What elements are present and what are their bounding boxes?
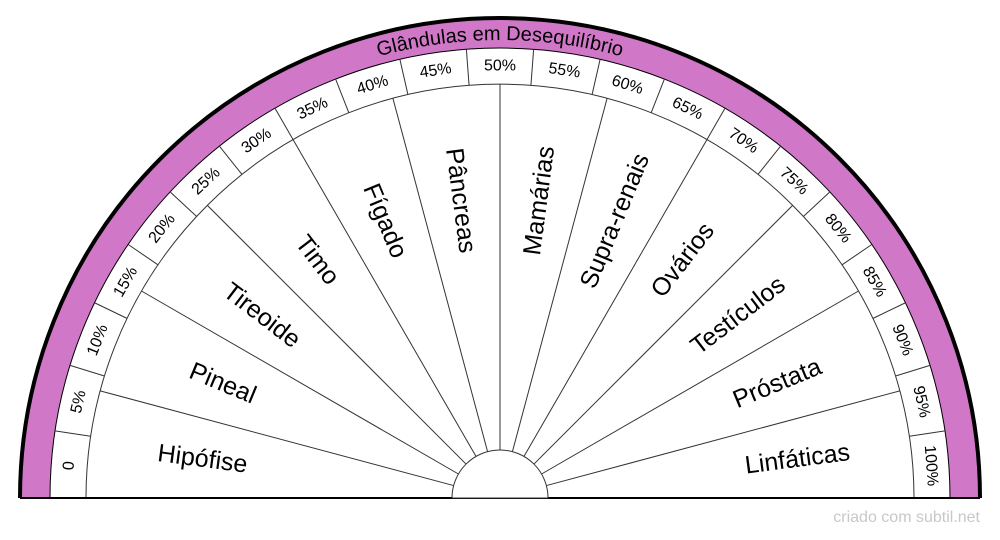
ring-divider — [530, 49, 535, 86]
sector-divider — [541, 290, 859, 475]
sector-divider — [533, 204, 794, 465]
ring-divider — [94, 302, 128, 319]
sector-divider — [523, 139, 708, 457]
percent-label: 0 — [60, 461, 78, 471]
ring-divider — [335, 78, 350, 113]
credit-text: criado com subtil.net — [833, 509, 980, 526]
ring-divider — [69, 364, 105, 377]
ring-divider — [909, 430, 946, 437]
ring-divider — [841, 244, 873, 266]
sector-divider — [546, 390, 901, 487]
ring-divider — [591, 59, 601, 95]
hub-gap — [450, 499, 550, 505]
percent-label: 55% — [547, 60, 581, 82]
percent-label: 45% — [419, 60, 453, 82]
percent-label: 100% — [921, 445, 941, 487]
ring-divider — [650, 78, 665, 113]
sector-divider — [292, 139, 477, 457]
percent-label: 50% — [484, 58, 516, 75]
sector-divider — [99, 390, 454, 487]
sector-divider — [141, 290, 459, 475]
sector-divider — [206, 204, 467, 465]
ring-divider — [127, 244, 159, 266]
ring-divider — [895, 364, 931, 377]
ring-divider — [399, 59, 409, 95]
ring-divider — [169, 191, 197, 217]
center-hub — [20, 449, 980, 505]
ring-divider — [706, 108, 726, 140]
ring-divider — [465, 49, 470, 86]
gland-sectors — [99, 84, 901, 487]
sector-divider — [511, 97, 608, 452]
ring-divider — [872, 302, 906, 319]
percent-label: 5% — [68, 389, 90, 415]
ring-divider — [757, 145, 781, 175]
ring-divider — [274, 108, 294, 140]
percent-ring — [54, 49, 946, 499]
ring-divider — [219, 145, 243, 175]
outer-border — [18, 16, 982, 499]
ring-divider — [54, 430, 91, 437]
ring-divider — [803, 191, 831, 217]
hub-circle — [451, 449, 549, 499]
sector-divider — [392, 97, 489, 452]
percent-label: 95% — [909, 384, 933, 419]
